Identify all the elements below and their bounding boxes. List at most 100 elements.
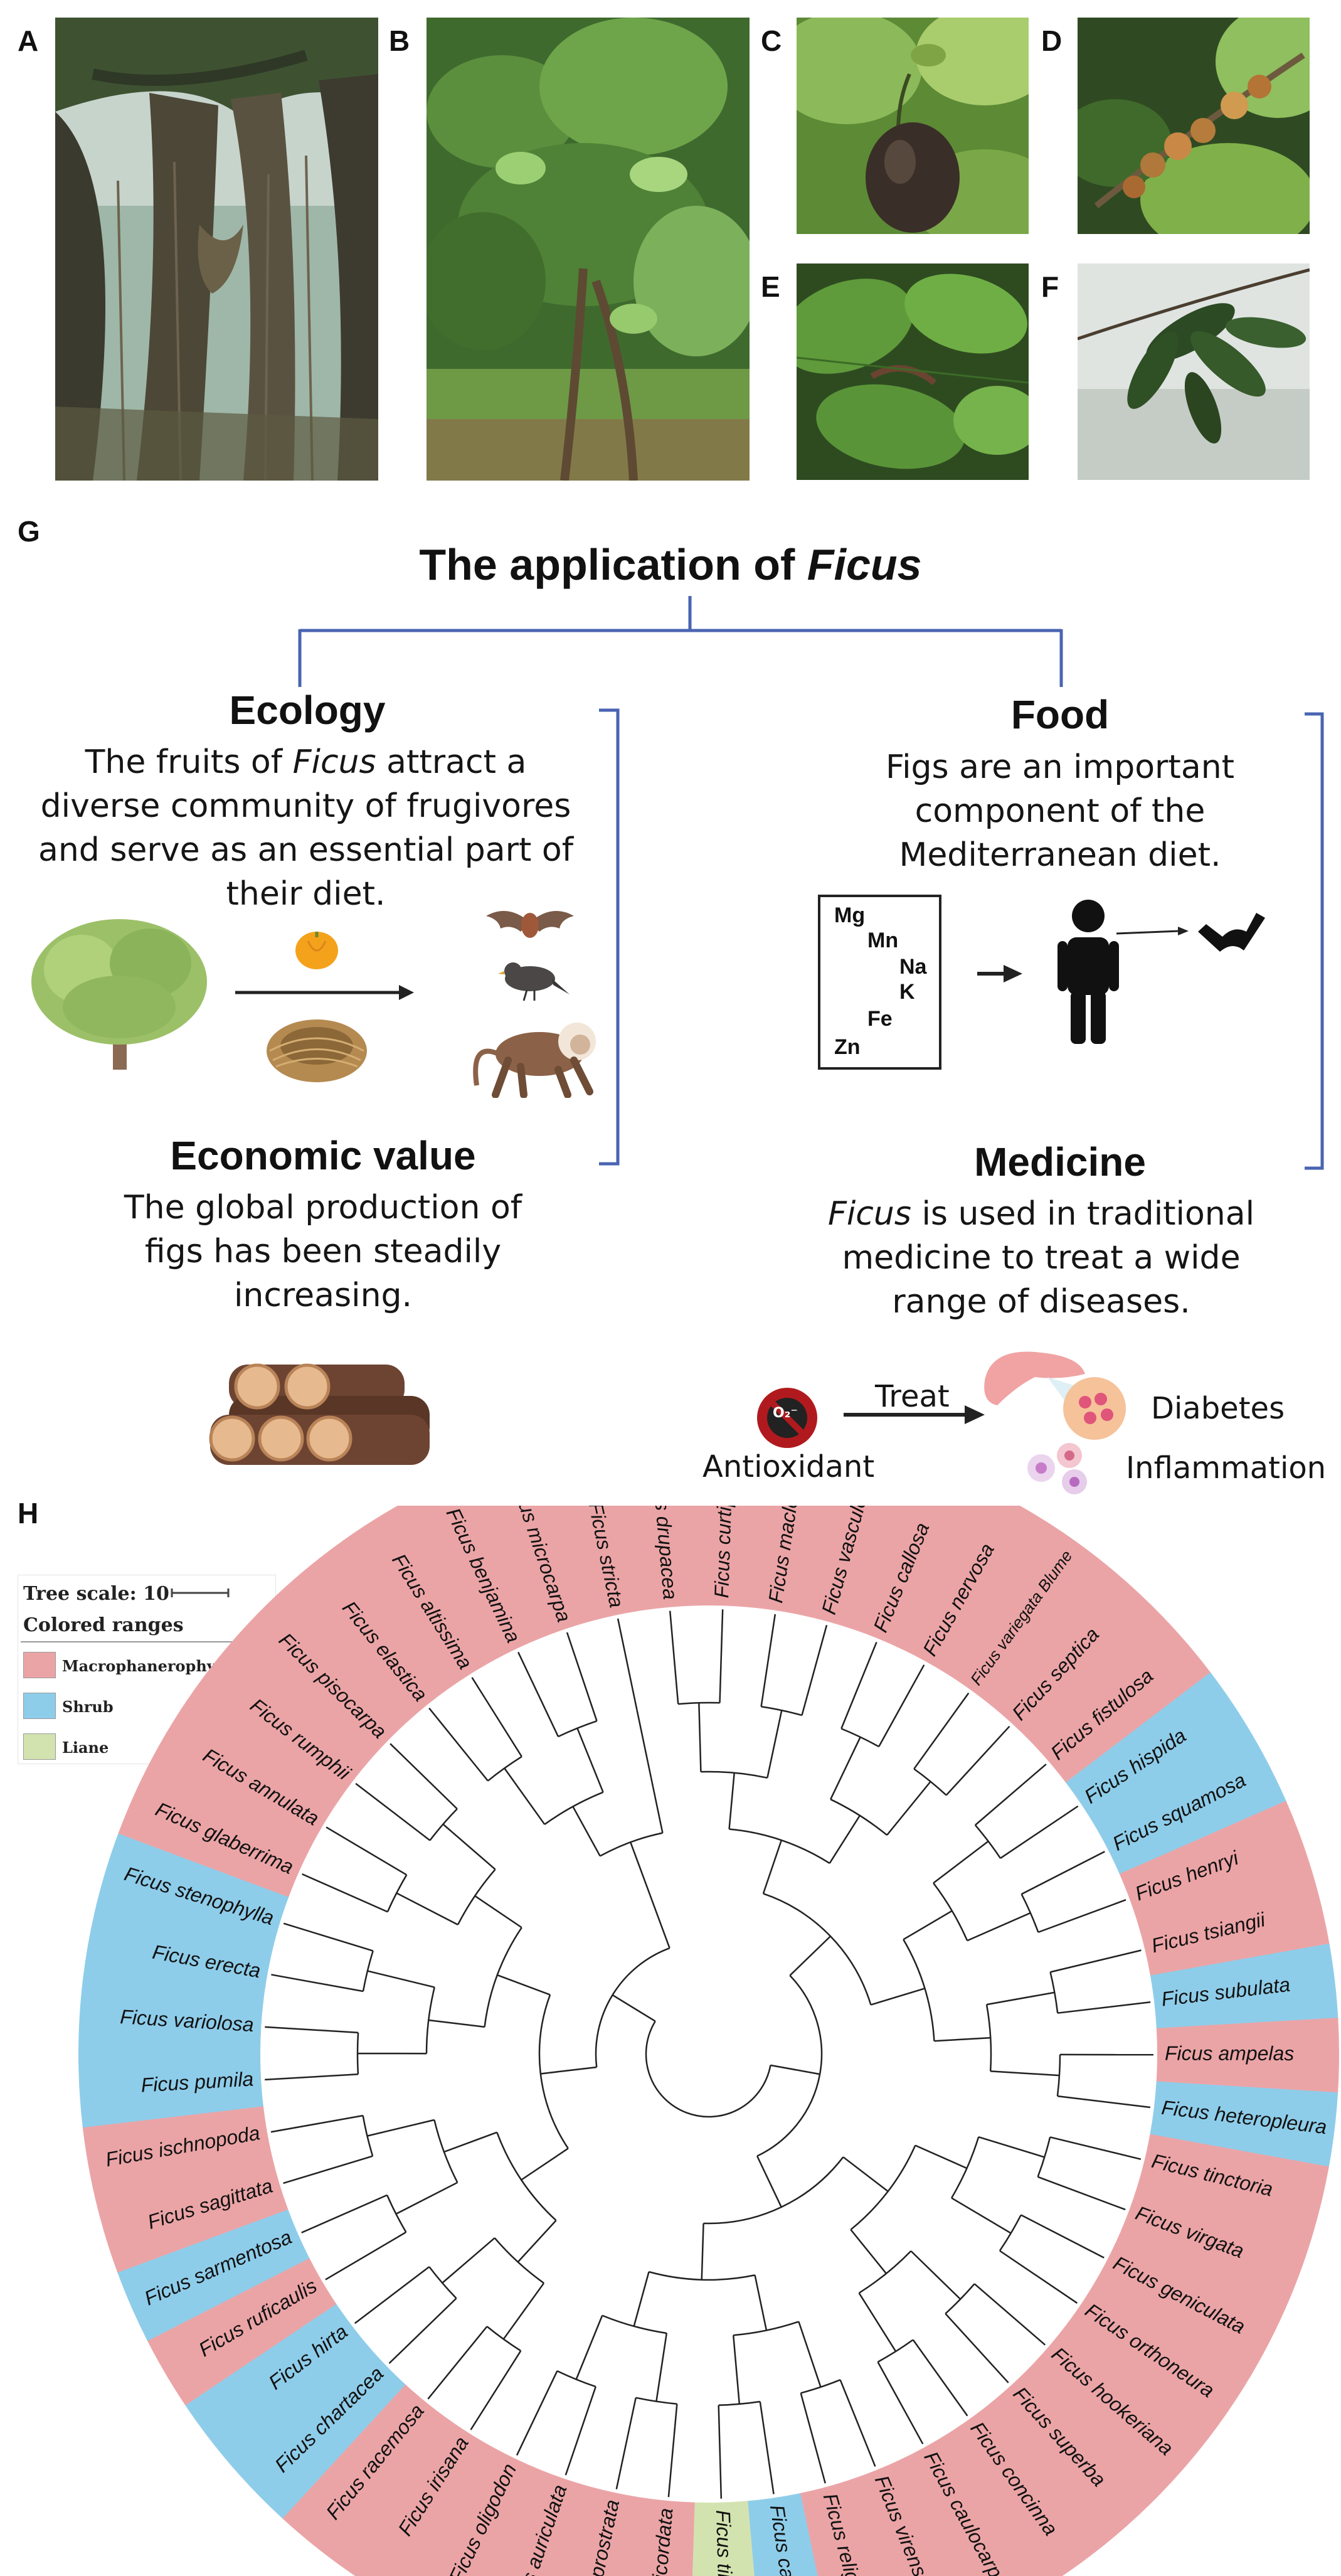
food-line-2: component of the <box>914 792 1206 830</box>
range-wedge <box>693 1506 760 1608</box>
tree-branch <box>770 2064 820 2075</box>
tree-branch <box>830 1737 861 1800</box>
tree-branch <box>801 1625 828 1716</box>
tree-branch <box>754 2275 768 2331</box>
tree-branch <box>762 1839 783 1894</box>
tree-branch <box>667 2403 678 2498</box>
tree-branch <box>728 1772 735 1829</box>
tree-branch <box>517 2220 557 2263</box>
range-wedge <box>902 1506 1048 1676</box>
tree-branch <box>1057 2095 1151 2109</box>
tree-branch <box>396 1892 458 1925</box>
tree-branch <box>636 1710 652 1778</box>
tree-branch <box>367 2119 435 2137</box>
tree-branch <box>474 1895 522 1929</box>
panel-label-d: D <box>1041 24 1063 57</box>
diabetes-label: Diabetes <box>1151 1391 1285 1426</box>
tree-branch <box>842 2156 889 2192</box>
tree-branch <box>718 2400 760 2407</box>
panel-label-f: F <box>1041 270 1059 303</box>
tree-branch <box>914 2144 968 2169</box>
range-wedge <box>899 2434 1037 2576</box>
tree-branch <box>756 1974 823 2157</box>
range-wedge <box>339 2417 492 2576</box>
panel-label-g: G <box>18 515 40 548</box>
range-wedge <box>1138 1871 1330 1977</box>
tree-branch <box>576 1728 604 1793</box>
range-wedge <box>802 1506 897 1630</box>
tree-branch <box>1020 1893 1039 1933</box>
tree-branch <box>718 2405 723 2499</box>
tree-branch <box>669 1610 679 1705</box>
medicine-title: Medicine <box>974 1139 1146 1184</box>
mineral-na: Na <box>899 955 927 979</box>
ecology-description: The fruits of Ficus attract a diverse co… <box>0 740 612 916</box>
tree-branch <box>355 1782 431 1841</box>
tree-branch <box>933 1840 989 1884</box>
ecology-line-1: The fruits of Ficus attract a <box>0 740 612 784</box>
tree-branch <box>429 1808 458 1841</box>
tree-branch <box>487 1755 522 1782</box>
ecology-line-3: and serve as an essential part of <box>38 831 574 869</box>
panel-label-e: E <box>761 270 780 303</box>
photo-banyan-tree <box>55 18 378 481</box>
tree-branch <box>443 2131 497 2153</box>
radical-symbol: O₂⁻ <box>773 1405 798 1421</box>
person-icon <box>1057 900 1119 1044</box>
range-wedge <box>1064 2282 1251 2439</box>
tree-branch <box>390 1743 458 1810</box>
range-wedge <box>946 2402 1105 2576</box>
tree-branch <box>903 1910 953 1940</box>
tree-branch <box>974 1824 1002 1859</box>
tree-branch <box>645 2021 771 2118</box>
tree-branch <box>612 1994 656 2022</box>
tree-branch <box>829 1815 861 1864</box>
logs-icon <box>209 1363 430 1465</box>
tree-branch <box>630 1841 651 1896</box>
ecology-line-2: diverse community of frugivores <box>40 787 571 825</box>
tree-branch <box>850 2229 887 2274</box>
economic-line-3: increasing. <box>233 1277 413 1314</box>
range-wedge <box>627 1506 697 1610</box>
range-wedge <box>1029 2326 1209 2496</box>
tree-branch <box>556 2370 596 2388</box>
tree-branch <box>840 1641 877 1729</box>
range-wedge <box>749 1506 827 1615</box>
tree-branch <box>839 2379 876 2467</box>
tree-branch <box>878 1664 925 1747</box>
application-title-genus: Ficus <box>807 540 922 589</box>
tree-branch <box>617 1618 638 1711</box>
species-label: Ficus ampelas <box>1165 2042 1294 2065</box>
legend-swatch-macrophanerophytes <box>23 1652 56 1678</box>
treat-label: Treat <box>875 1379 950 1414</box>
medicine-line-1-post: is used in traditional <box>911 1195 1255 1233</box>
fig-fruit-icon <box>295 932 338 969</box>
tree-branch <box>912 2339 968 2417</box>
tree-branch <box>283 2155 373 2185</box>
tree-branch <box>302 1873 388 1913</box>
tree-branch <box>999 2214 1022 2252</box>
range-wedge <box>853 1506 973 1650</box>
photo-fig-leaves <box>797 263 1029 480</box>
range-wedge <box>82 2105 273 2201</box>
tree-branch <box>566 1632 598 1722</box>
photo-fig-plant <box>1078 263 1310 480</box>
range-wedge <box>1137 2134 1329 2241</box>
legend-divider <box>21 1641 272 1642</box>
tree-branch <box>1037 2137 1051 2178</box>
range-wedge <box>494 2469 590 2576</box>
mineral-k: K <box>899 980 915 1004</box>
ecology-title: Ecology <box>229 688 386 733</box>
range-wedge <box>990 2366 1160 2546</box>
range-wedge <box>691 2501 755 2576</box>
tree-branch <box>504 1767 546 1825</box>
tree-branch <box>362 1951 374 1992</box>
range-wedge <box>1119 1801 1313 1925</box>
tree-branch <box>649 1895 670 1949</box>
photo-fig-branch <box>1078 18 1310 234</box>
tree-branch <box>442 2237 496 2284</box>
range-wedge <box>746 2493 818 2576</box>
tree-branch <box>428 2019 485 2028</box>
application-connectors <box>235 596 1324 1424</box>
